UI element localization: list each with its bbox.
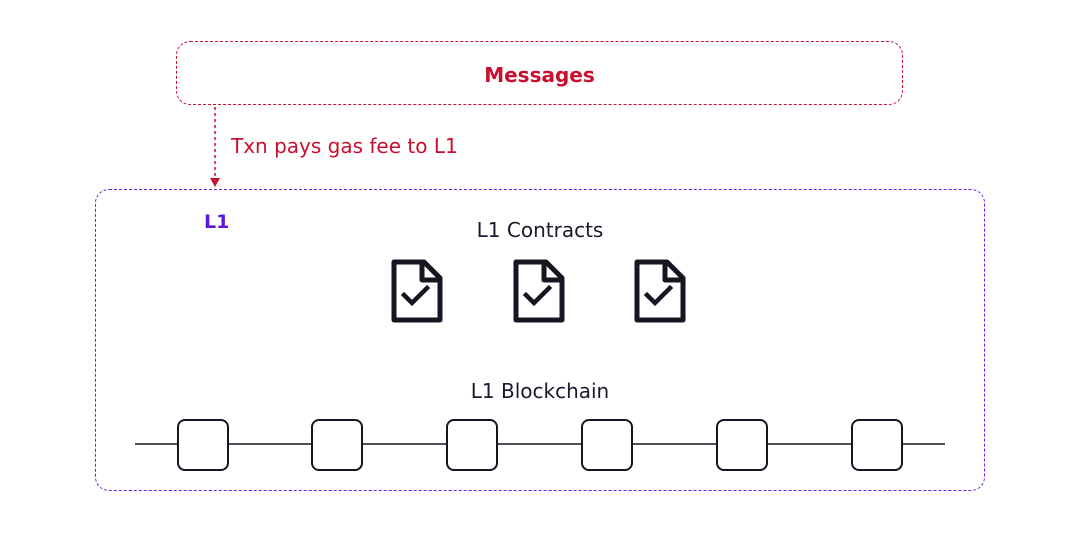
- blockchain-block: [851, 419, 903, 471]
- l1-box: [95, 189, 985, 491]
- l1-contracts-label: L1 Contracts: [476, 218, 604, 242]
- blockchain-block: [716, 419, 768, 471]
- blockchain-block: [177, 419, 229, 471]
- gas-fee-arrowhead: [210, 178, 220, 187]
- document-check-icon: [634, 259, 686, 323]
- document-check-icon: [513, 259, 565, 323]
- blockchain-block: [446, 419, 498, 471]
- document-check-icon: [391, 259, 443, 323]
- blockchain-block: [311, 419, 363, 471]
- gas-fee-label: Txn pays gas fee to L1: [231, 134, 458, 158]
- blockchain-block: [581, 419, 633, 471]
- messages-label: Messages: [484, 63, 595, 87]
- l1-blockchain-label: L1 Blockchain: [470, 379, 610, 403]
- l1-label: L1: [204, 211, 230, 233]
- messages-box: Messages: [176, 41, 903, 105]
